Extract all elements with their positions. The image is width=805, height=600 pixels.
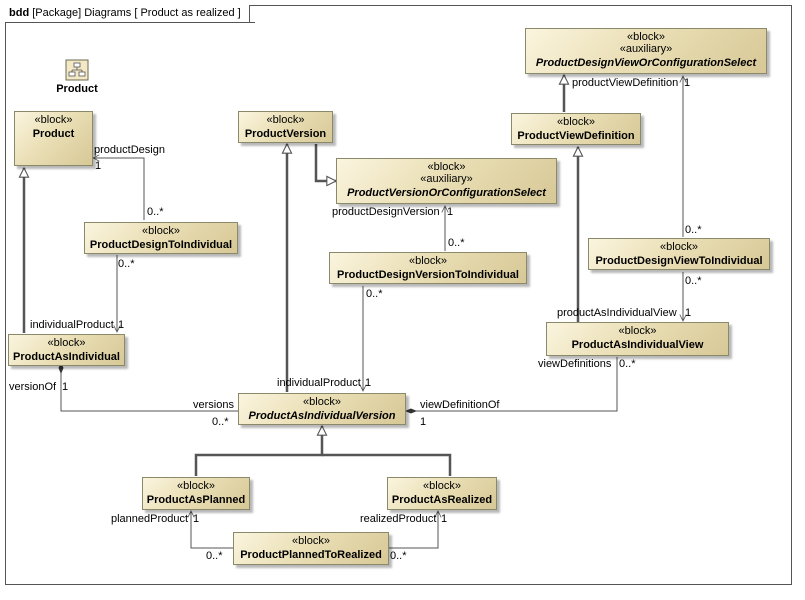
role-product-view-definition: productViewDefinition bbox=[572, 77, 679, 89]
block-name: ProductDesignVersionToIndividual bbox=[337, 269, 519, 281]
block-product-design-view-to-individual[interactable]: «block» ProductDesignViewToIndividual bbox=[588, 238, 770, 270]
block-product-view-definition[interactable]: «block» ProductViewDefinition bbox=[511, 113, 641, 145]
block-product-planned-to-realized[interactable]: «block» ProductPlannedToRealized bbox=[233, 532, 389, 565]
multiplicity-view-definitions: 0..* bbox=[619, 358, 636, 370]
block-name: ProductPlannedToRealized bbox=[240, 549, 382, 561]
multiplicity-planned-to-realized-left: 0..* bbox=[206, 550, 223, 562]
association-plannedtorealized-realizedproduct bbox=[389, 511, 438, 549]
block-product-version-or-configuration-select[interactable]: «block» «auxiliary» ProductVersionOrConf… bbox=[336, 158, 557, 204]
block-name: ProductVersion bbox=[244, 128, 327, 140]
multiplicity-design-to-individual-bottom: 0..* bbox=[118, 258, 135, 270]
frame-kind: bdd bbox=[9, 7, 30, 19]
multiplicity-design-view-top: 0..* bbox=[685, 224, 702, 236]
multiplicity-individual-product-left: 1 bbox=[118, 319, 125, 331]
multiplicity-product-as-individual-view: 1 bbox=[685, 307, 692, 319]
role-individual-product-center: individualProduct bbox=[277, 377, 361, 389]
block-name: ProductViewDefinition bbox=[517, 130, 635, 142]
multiplicity-versions: 0..* bbox=[212, 416, 229, 428]
role-individual-product-left: individualProduct bbox=[30, 319, 114, 331]
stereotype-block: «block» bbox=[409, 255, 447, 267]
multiplicity-design-version-top: 0..* bbox=[448, 237, 465, 249]
block-name: Product bbox=[32, 128, 75, 140]
multiplicity-product-view-definition: 1 bbox=[684, 77, 691, 89]
block-name: ProductAsIndividualVersion bbox=[248, 410, 396, 422]
stereotype-auxiliary: «auxiliary» bbox=[420, 173, 473, 185]
association-plannedtorealized-plannedproduct bbox=[191, 511, 233, 549]
multiplicity-product-design: 1 bbox=[95, 160, 102, 172]
role-versions: versions bbox=[193, 399, 234, 411]
stereotype-block: «block» bbox=[618, 325, 657, 337]
frame-title: [Package] Diagrams [ Product as realized… bbox=[32, 7, 241, 19]
role-planned-product: plannedProduct bbox=[111, 513, 189, 525]
role-view-definitions: viewDefinitions bbox=[538, 358, 612, 370]
role-version-of: versionOf bbox=[9, 381, 57, 393]
generalization-productversion-to-versionselect bbox=[314, 144, 336, 181]
generalization-planned-to-asindividualversion bbox=[194, 426, 322, 476]
composite-diamond-productasindividualversion bbox=[405, 408, 417, 414]
block-name: ProductVersionOrConfigurationSelect bbox=[347, 187, 546, 199]
stereotype-block: «block» bbox=[427, 161, 466, 173]
stereotype-block: «block» bbox=[627, 31, 665, 43]
stereotype-block: «block» bbox=[292, 535, 330, 547]
block-product[interactable]: «block» Product bbox=[14, 111, 93, 166]
multiplicity-planned-to-realized-right: 0..* bbox=[390, 550, 407, 562]
multiplicity-design-version-bottom: 0..* bbox=[366, 288, 383, 300]
multiplicity-realized-product: 1 bbox=[441, 513, 448, 525]
block-product-design-to-individual[interactable]: «block» ProductDesignToIndividual bbox=[84, 222, 238, 254]
block-name: ProductAsRealized bbox=[391, 494, 493, 506]
package-name: Product bbox=[56, 83, 98, 95]
role-view-definition-of: viewDefinitionOf bbox=[420, 399, 500, 411]
multiplicity-product-design-version: 1 bbox=[447, 206, 454, 218]
stereotype-block: «block» bbox=[266, 114, 305, 126]
association-designtoindividual-productdesign bbox=[93, 158, 145, 220]
multiplicity-planned-product: 1 bbox=[193, 513, 200, 525]
multiplicity-individual-product-center: 1 bbox=[365, 377, 372, 389]
multiplicity-version-of: 1 bbox=[62, 381, 69, 393]
block-name: ProductAsIndividual bbox=[13, 351, 120, 363]
generalization-realized-to-asindividualversion bbox=[322, 453, 452, 476]
block-product-version[interactable]: «block» ProductVersion bbox=[238, 111, 333, 143]
multiplicity-design-to-individual-top: 0..* bbox=[147, 206, 164, 218]
stereotype-block: «block» bbox=[34, 114, 73, 126]
block-product-as-individual-version[interactable]: «block» ProductAsIndividualVersion bbox=[238, 393, 406, 425]
block-product-as-individual-view[interactable]: «block» ProductAsIndividualView bbox=[546, 322, 729, 356]
block-name: ProductDesignToIndividual bbox=[89, 239, 233, 251]
stereotype-block: «block» bbox=[557, 116, 595, 128]
role-realized-product: realizedProduct bbox=[360, 513, 437, 525]
stereotype-block: «block» bbox=[142, 225, 180, 237]
diagram-frame-header: bdd [Package] Diagrams [ Product as real… bbox=[5, 5, 255, 23]
block-product-as-realized[interactable]: «block» ProductAsRealized bbox=[387, 477, 497, 510]
role-product-design: productDesign bbox=[94, 144, 165, 156]
multiplicity-view-definition-of: 1 bbox=[420, 416, 427, 428]
block-product-as-individual[interactable]: «block» ProductAsIndividual bbox=[8, 334, 125, 366]
stereotype-block: «block» bbox=[303, 396, 341, 408]
role-product-design-version: productDesignVersion bbox=[332, 206, 440, 218]
block-product-as-planned[interactable]: «block» ProductAsPlanned bbox=[142, 477, 250, 510]
association-viewdefinitionof-viewdefinitions bbox=[406, 357, 618, 412]
block-name: ProductDesignViewOrConfigurationSelect bbox=[535, 57, 757, 69]
stereotype-block: «block» bbox=[660, 241, 698, 253]
diagram-frame bbox=[5, 5, 792, 585]
multiplicity-design-view-bottom: 0..* bbox=[685, 275, 702, 287]
stereotype-auxiliary: «auxiliary» bbox=[619, 43, 673, 55]
block-product-design-version-to-individual[interactable]: «block» ProductDesignVersionToIndividual bbox=[329, 252, 527, 284]
stereotype-block: «block» bbox=[177, 480, 215, 492]
association-versionof-versions bbox=[60, 368, 238, 412]
block-product-design-view-or-configuration-select[interactable]: «block» «auxiliary» ProductDesignViewOrC… bbox=[525, 28, 767, 74]
role-product-as-individual-view: productAsIndividualView bbox=[557, 307, 677, 319]
stereotype-block: «block» bbox=[423, 480, 461, 492]
package-diagram-icon bbox=[65, 59, 89, 81]
stereotype-block: «block» bbox=[47, 337, 86, 349]
block-name: ProductDesignViewToIndividual bbox=[595, 255, 763, 267]
block-name: ProductAsIndividualView bbox=[571, 339, 704, 351]
block-name: ProductAsPlanned bbox=[146, 494, 246, 506]
